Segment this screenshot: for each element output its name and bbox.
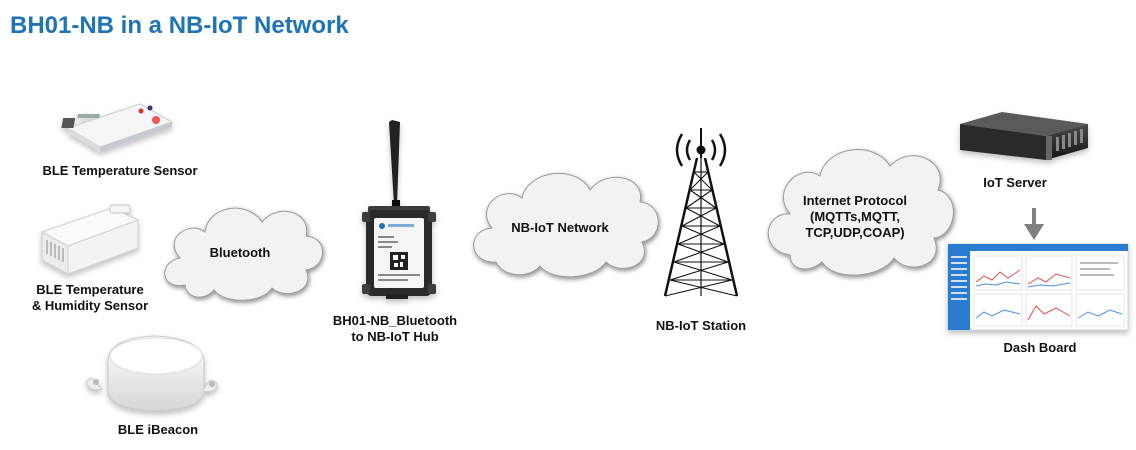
page-title: BH01-NB in a NB-IoT Network	[10, 12, 349, 39]
ble-temp-humidity-sensor-label: BLE Temperature & Humidity Sensor	[0, 282, 180, 314]
ble-temp-humidity-sensor-image	[40, 204, 140, 275]
nbiot-station-tower-image	[663, 128, 739, 297]
hub-label-line1: BH01-NB_Bluetooth	[332, 313, 458, 328]
hub-label: BH01-NB_Bluetooth to NB-IoT Hub	[310, 313, 480, 345]
ble-temperature-sensor-label: BLE Temperature Sensor	[42, 163, 198, 178]
internet-protocol-line1: Internet Protocol	[802, 193, 907, 208]
ble-ibeacon-label: BLE iBeacon	[117, 422, 199, 437]
iot-server-image	[960, 112, 1088, 160]
ble-temp-humidity-line1: BLE Temperature	[36, 282, 144, 297]
ble-temperature-sensor-image	[61, 103, 174, 152]
bluetooth-cloud-label: Bluetooth	[209, 245, 271, 260]
dashboard-label: Dash Board	[1003, 340, 1077, 355]
dashboard-screenshot-image	[947, 243, 1129, 331]
nbiot-network-cloud-label: NB-IoT Network	[511, 220, 609, 235]
down-arrow-icon	[1024, 208, 1044, 240]
internet-protocol-line3: TCP,UDP,COAP)	[805, 225, 905, 240]
bluetooth-cloud	[164, 207, 323, 301]
internet-protocol-cloud	[767, 149, 954, 276]
internet-protocol-line2: (MQTTs,MQTT,	[809, 209, 901, 224]
hub-label-line2: to NB-IoT Hub	[351, 329, 439, 344]
internet-protocol-cloud-label: Internet Protocol (MQTTs,MQTT, TCP,UDP,C…	[775, 193, 935, 241]
nbiot-station-label: NB-IoT Station	[655, 318, 747, 333]
bh01-nb-hub-image	[362, 120, 436, 299]
ble-ibeacon-image	[86, 335, 218, 412]
ble-temp-humidity-line2: & Humidity Sensor	[31, 298, 149, 313]
iot-server-label: IoT Server	[983, 175, 1047, 190]
nbiot-network-cloud	[473, 172, 659, 278]
